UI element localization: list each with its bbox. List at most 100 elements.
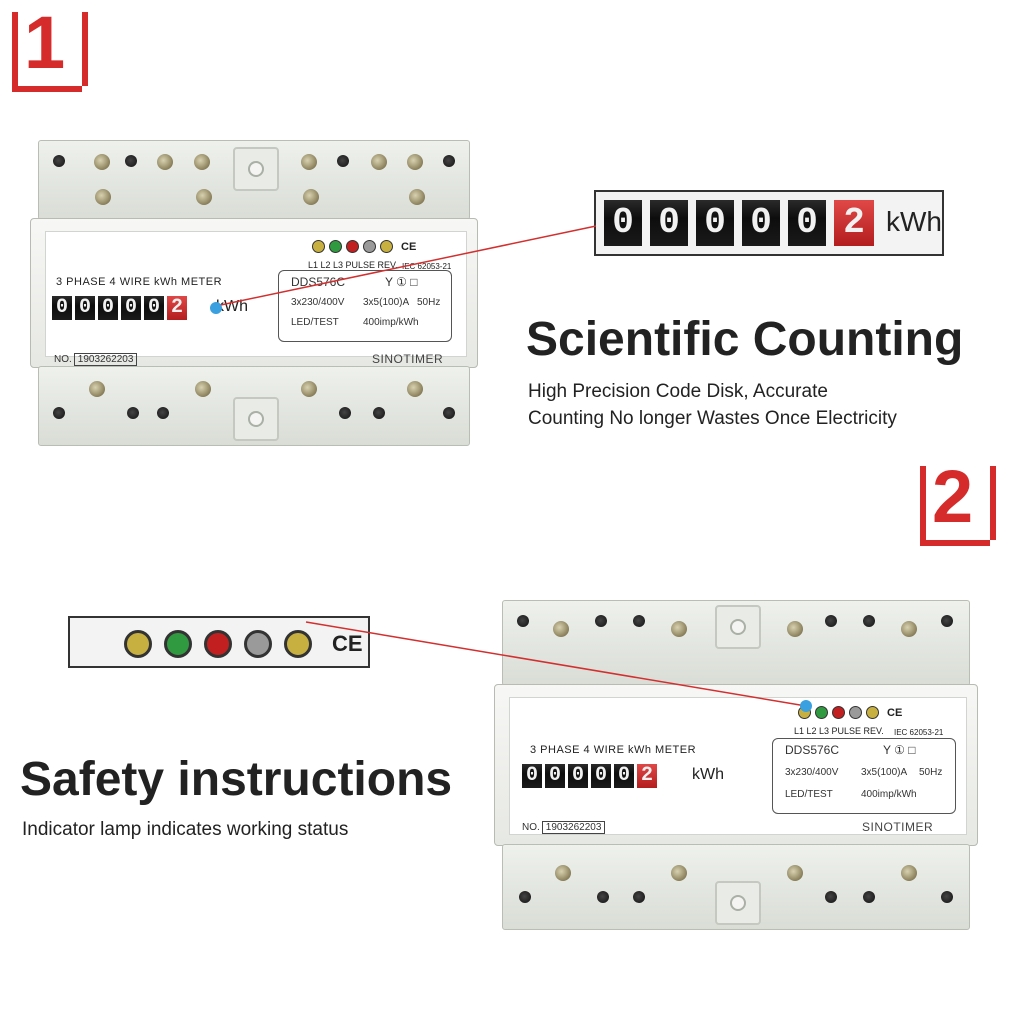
zoomed-indicator-leds: CE bbox=[124, 630, 363, 658]
zoomed-led-pulse bbox=[244, 630, 272, 658]
spec-panel: DDS576C Y ① □ 3x230/400V 3x5(100)A 50Hz … bbox=[278, 270, 452, 342]
zoomed-digit: 0 bbox=[604, 200, 642, 246]
serial-number: NO.1903262203 bbox=[522, 821, 606, 834]
indicator-leds: CE bbox=[312, 240, 416, 253]
imp-label: 400imp/kWh bbox=[861, 789, 917, 800]
serial-label: NO. bbox=[54, 354, 72, 365]
counter-digit: 0 bbox=[591, 764, 611, 788]
brand-label: SINOTIMER bbox=[372, 352, 444, 366]
zoomed-led-l1 bbox=[124, 630, 152, 658]
led-labels: L1 L2 L3 PULSE REV. bbox=[308, 260, 398, 270]
led-l1 bbox=[312, 240, 325, 253]
ce-mark: CE bbox=[887, 706, 903, 719]
counter-digit: 0 bbox=[98, 296, 118, 320]
zoomed-led-l2 bbox=[164, 630, 192, 658]
counter-zoom-callout: 0 0 0 0 0 2 kWh bbox=[594, 190, 944, 256]
counter-digit: 0 bbox=[75, 296, 95, 320]
section-number-badge-2: 2 bbox=[920, 460, 996, 546]
counter-digit: 0 bbox=[144, 296, 164, 320]
energy-counter: 0 0 0 0 0 2 bbox=[522, 764, 660, 788]
unit-label: kWh bbox=[692, 766, 724, 783]
counter-digit-decimal: 2 bbox=[637, 764, 657, 788]
section1-heading: Scientific Counting bbox=[526, 313, 964, 366]
ce-mark: CE bbox=[401, 240, 417, 253]
spec-panel: DDS576C Y ① □ 3x230/400V 3x5(100)A 50Hz … bbox=[772, 738, 956, 814]
led-l3 bbox=[346, 240, 359, 253]
led-l2 bbox=[815, 706, 828, 719]
pointer-dot-counter bbox=[210, 302, 222, 314]
top-terminal-rail bbox=[502, 600, 970, 686]
section1-desc-line2: Counting No longer Wastes Once Electrici… bbox=[528, 408, 897, 429]
din-clip bbox=[233, 147, 279, 191]
badge-number: 1 bbox=[24, 1, 66, 84]
standard-label: IEC 62053-21 bbox=[402, 262, 452, 271]
meter-faceplate: CE L1 L2 L3 PULSE REV. IEC 62053-21 3 PH… bbox=[509, 697, 967, 835]
current-label: 3x5(100)A bbox=[363, 297, 410, 308]
leader-line-leds bbox=[305, 621, 807, 707]
meter-faceplate: CE L1 L2 L3 PULSE REV. IEC 62053-21 3 PH… bbox=[45, 231, 467, 366]
model-label: DDS576C bbox=[785, 743, 840, 757]
unit-label: kWh bbox=[216, 298, 248, 315]
led-pulse bbox=[363, 240, 376, 253]
pointer-dot-leds bbox=[800, 700, 812, 712]
section2-description: Indicator lamp indicates working status bbox=[22, 819, 349, 840]
counter-digit-decimal: 2 bbox=[167, 296, 187, 320]
counter-digit: 0 bbox=[545, 764, 565, 788]
meter-photo-2: CE L1 L2 L3 PULSE REV. IEC 62053-21 3 PH… bbox=[494, 600, 978, 930]
counter-digit: 0 bbox=[614, 764, 634, 788]
meter-photo-1: CE L1 L2 L3 PULSE REV. IEC 62053-21 3 PH… bbox=[30, 140, 478, 446]
din-clip bbox=[715, 881, 761, 925]
led-test-label: LED/TEST bbox=[291, 317, 339, 328]
meter-front-panel: CE L1 L2 L3 PULSE REV. IEC 62053-21 3 PH… bbox=[494, 684, 978, 846]
bottom-terminal-rail bbox=[38, 366, 470, 446]
brand-label: SINOTIMER bbox=[862, 820, 934, 834]
zoomed-led-l3 bbox=[204, 630, 232, 658]
wiring-symbols: Y ① □ bbox=[883, 743, 916, 757]
zoomed-digit: 0 bbox=[650, 200, 688, 246]
voltage-label: 3x230/400V bbox=[291, 297, 345, 308]
meter-title: 3 PHASE 4 WIRE kWh METER bbox=[530, 744, 697, 756]
led-l3 bbox=[832, 706, 845, 719]
imp-label: 400imp/kWh bbox=[363, 317, 419, 328]
section1-description: High Precision Code Disk, Accurate Count… bbox=[528, 378, 897, 432]
led-rev bbox=[380, 240, 393, 253]
voltage-label: 3x230/400V bbox=[785, 767, 839, 778]
led-rev bbox=[866, 706, 879, 719]
led-pulse bbox=[849, 706, 862, 719]
frequency-label: 50Hz bbox=[919, 767, 943, 778]
energy-counter: 0 0 0 0 0 2 bbox=[52, 296, 190, 320]
counter-digit: 0 bbox=[121, 296, 141, 320]
current-label: 3x5(100)A bbox=[861, 767, 908, 778]
zoomed-led-rev bbox=[284, 630, 312, 658]
bottom-terminal-rail bbox=[502, 844, 970, 930]
led-l2 bbox=[329, 240, 342, 253]
zoomed-digit: 0 bbox=[742, 200, 780, 246]
serial-number: NO.1903262203 bbox=[54, 353, 138, 366]
serial-value: 1903262203 bbox=[541, 821, 606, 834]
serial-value: 1903262203 bbox=[73, 353, 138, 366]
zoomed-counter: 0 0 0 0 0 2 bbox=[604, 200, 882, 246]
wiring-symbols: Y ① □ bbox=[385, 275, 418, 289]
badge-number: 2 bbox=[932, 455, 974, 538]
zoomed-digit: 0 bbox=[788, 200, 826, 246]
standard-label: IEC 62053-21 bbox=[894, 728, 944, 737]
serial-label: NO. bbox=[522, 822, 540, 833]
model-label: DDS576C bbox=[291, 275, 346, 289]
zoomed-unit-label: kWh bbox=[886, 206, 942, 237]
meter-front-panel: CE L1 L2 L3 PULSE REV. IEC 62053-21 3 PH… bbox=[30, 218, 478, 368]
counter-digit: 0 bbox=[52, 296, 72, 320]
zoomed-ce-mark: CE bbox=[332, 631, 363, 656]
section-number-badge-1: 1 bbox=[12, 6, 88, 92]
top-terminal-rail bbox=[38, 140, 470, 220]
counter-digit: 0 bbox=[522, 764, 542, 788]
meter-title: 3 PHASE 4 WIRE kWh METER bbox=[56, 276, 223, 288]
section1-desc-line1: High Precision Code Disk, Accurate bbox=[528, 381, 828, 402]
led-labels: L1 L2 L3 PULSE REV. bbox=[794, 726, 884, 736]
zoomed-digit-decimal: 2 bbox=[834, 200, 874, 246]
din-clip bbox=[233, 397, 279, 441]
frequency-label: 50Hz bbox=[417, 297, 441, 308]
leader-line-counter bbox=[215, 225, 597, 307]
din-clip bbox=[715, 605, 761, 649]
section2-heading: Safety instructions bbox=[20, 753, 453, 806]
